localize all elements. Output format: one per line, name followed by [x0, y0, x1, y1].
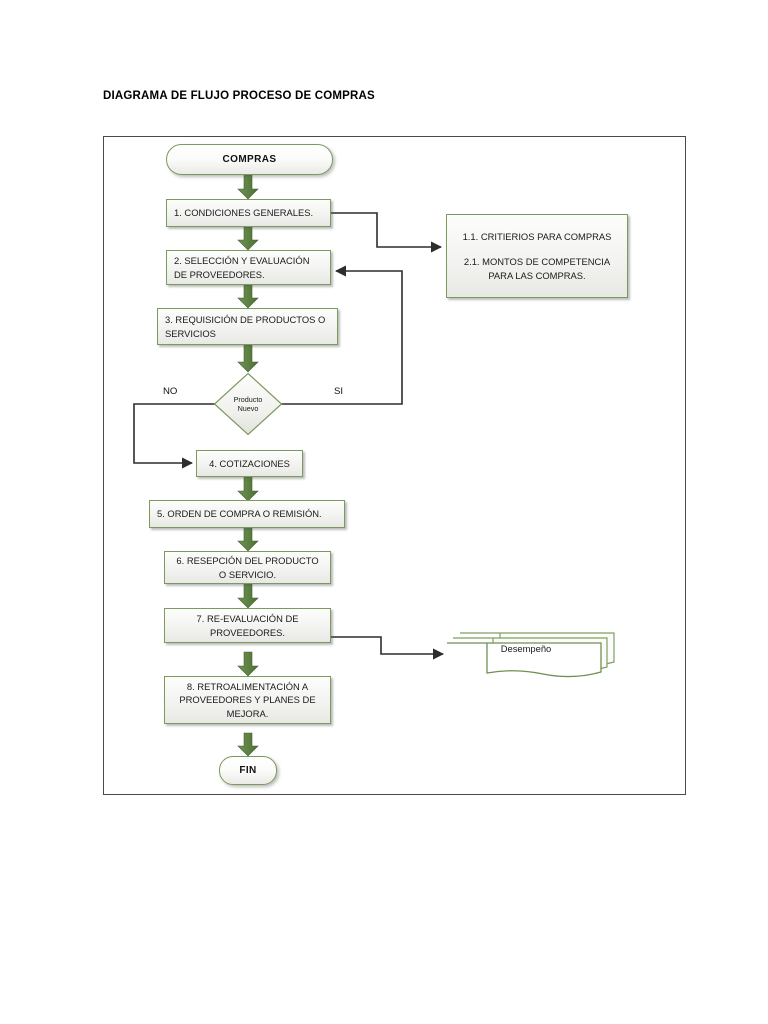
process-step3-label: 3. REQUISICIÓN DE PRODUCTOS O SERVICIOS [165, 313, 326, 339]
criteria-note-box[interactable]: 1.1. CRITIERIOS PARA COMPRAS 2.1. MONTOS… [446, 214, 628, 298]
process-step1-label: 1. CONDICIONES GENERALES. [174, 207, 314, 219]
decision-label: Producto Nuevo [234, 395, 263, 413]
process-step2-label: 2. SELECCIÓN Y EVALUACIÓN DE PROVEEDORES… [174, 254, 310, 280]
page-title: DIAGRAMA DE FLUJO PROCESO DE COMPRAS [103, 90, 375, 102]
process-step2[interactable]: 2. SELECCIÓN Y EVALUACIÓN DE PROVEEDORES… [166, 250, 331, 285]
process-step1[interactable]: 1. CONDICIONES GENERALES. [166, 199, 331, 227]
decision-label-line1: Producto [233, 395, 263, 404]
edge-label-si: SI [334, 386, 344, 397]
process-step4[interactable]: 4. COTIZACIONES [196, 450, 303, 477]
process-step8[interactable]: 8. RETROALIMENTACIÓN A PROVEEDORES Y PLA… [164, 676, 331, 724]
decision-producto-nuevo[interactable]: Producto Nuevo [213, 372, 283, 436]
criteria-note-line1: 1.1. CRITIERIOS PARA COMPRAS [462, 230, 612, 242]
end-label: FIN [239, 765, 257, 776]
process-step6-label: 6. RESEPCIÓN DEL PRODUCTO O SERVICIO. [176, 554, 319, 580]
edge-label-no: NO [163, 386, 178, 397]
document-output-label: Desempeño [500, 643, 552, 654]
end-terminator[interactable]: FIN [219, 756, 277, 785]
decision-label-line2: Nuevo [237, 404, 259, 413]
criteria-note-line3: PARA LAS COMPRAS. [488, 269, 586, 281]
process-step7-label: 7. RE-EVALUACIÓN DE PROVEEDORES. [196, 612, 299, 638]
process-step7[interactable]: 7. RE-EVALUACIÓN DE PROVEEDORES. [164, 608, 331, 643]
process-step4-label: 4. COTIZACIONES [209, 457, 290, 469]
multidocument-shape [447, 632, 615, 678]
document-output-desempeno[interactable]: Desempeño [446, 629, 618, 679]
criteria-note-line2: 2.1. MONTOS DE COMPETENCIA [463, 256, 611, 268]
start-terminator[interactable]: COMPRAS [166, 144, 333, 175]
process-step5-label: 5. ORDEN DE COMPRA O REMISIÓN. [157, 508, 322, 520]
process-step8-label: 8. RETROALIMENTACIÓN A PROVEEDORES Y PLA… [179, 680, 316, 719]
start-label: COMPRAS [222, 154, 277, 165]
process-step5[interactable]: 5. ORDEN DE COMPRA O REMISIÓN. [149, 500, 345, 528]
diamond-shape [213, 372, 283, 436]
process-step6[interactable]: 6. RESEPCIÓN DEL PRODUCTO O SERVICIO. [164, 551, 331, 584]
process-step3[interactable]: 3. REQUISICIÓN DE PRODUCTOS O SERVICIOS [157, 308, 338, 345]
